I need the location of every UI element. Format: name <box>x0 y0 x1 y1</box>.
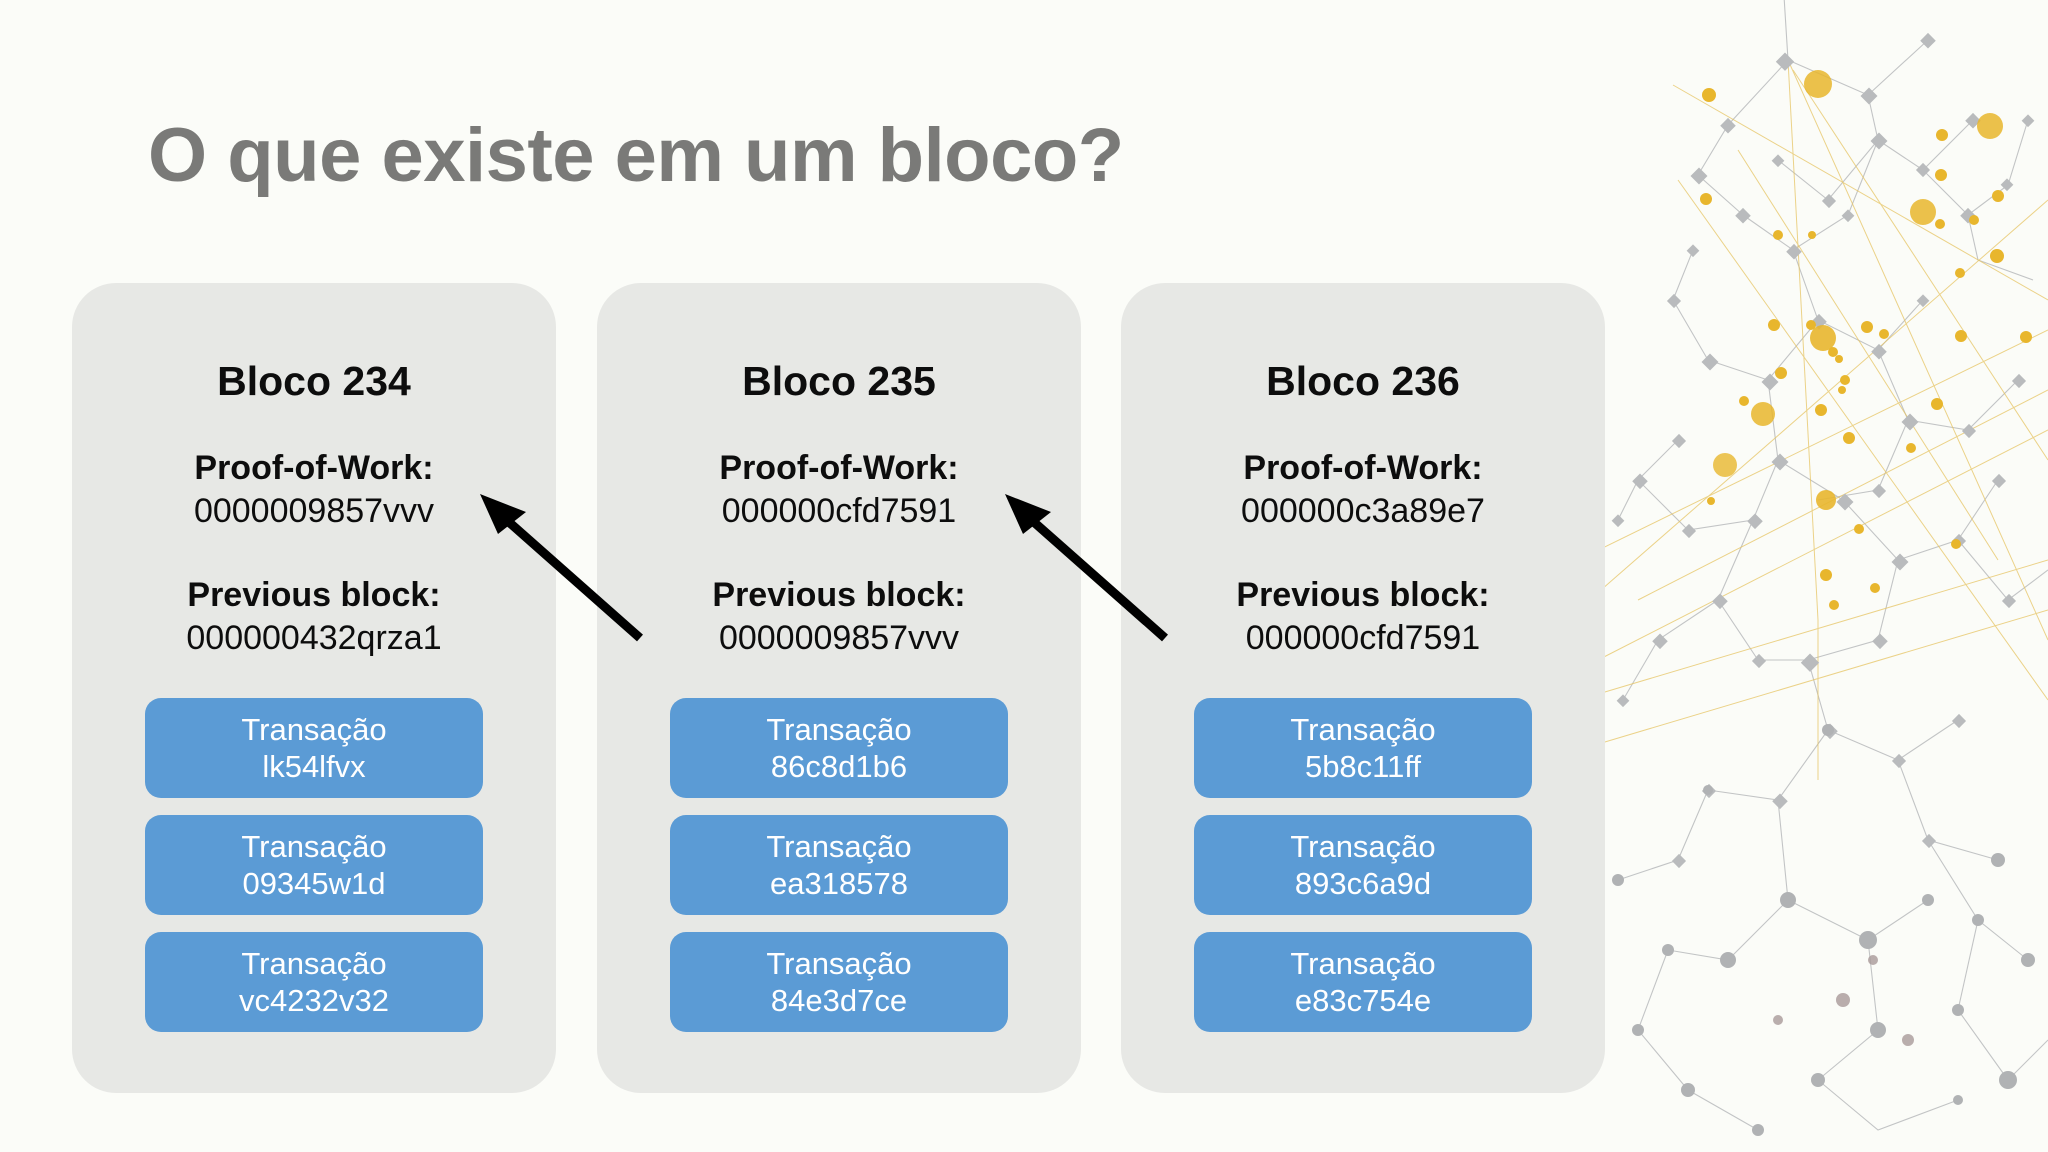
block-title: Bloco 234 <box>217 358 411 404</box>
previous-block-value: 000000432qrza1 <box>186 619 442 658</box>
transaction-label: Transação <box>1290 712 1436 748</box>
transaction-pill[interactable]: Transação ea318578 <box>670 815 1008 916</box>
proof-of-work-group: Proof-of-Work: 000000c3a89e7 <box>1121 448 1605 531</box>
transaction-list: Transação 86c8d1b6 Transação ea318578 Tr… <box>597 698 1081 1033</box>
transaction-pill[interactable]: Transação 09345w1d <box>145 815 483 916</box>
page-title: O que existe em um bloco? <box>148 113 1124 198</box>
proof-of-work-group: Proof-of-Work: 000000cfd7591 <box>597 448 1081 531</box>
transaction-label: Transação <box>1290 829 1436 865</box>
block-card-235: Bloco 235 Proof-of-Work: 000000cfd7591 P… <box>597 283 1081 1093</box>
transaction-hash: 86c8d1b6 <box>770 749 908 785</box>
previous-block-label: Previous block: <box>187 576 441 615</box>
transaction-pill[interactable]: Transação 893c6a9d <box>1194 815 1532 916</box>
previous-block-label: Previous block: <box>712 576 966 615</box>
transaction-label: Transação <box>1290 946 1436 982</box>
transaction-hash: 5b8c11ff <box>1304 749 1422 785</box>
previous-block-group: Previous block: 000000cfd7591 <box>1121 575 1605 658</box>
proof-of-work-label: Proof-of-Work: <box>194 449 434 487</box>
proof-of-work-group: Proof-of-Work: 0000009857vvv <box>72 448 556 531</box>
proof-of-work-value: 0000009857vvv <box>193 492 435 531</box>
transaction-list: Transação 5b8c11ff Transação 893c6a9d Tr… <box>1121 698 1605 1033</box>
proof-of-work-label: Proof-of-Work: <box>1243 449 1483 487</box>
transaction-label: Transação <box>766 712 912 748</box>
transaction-label: Transação <box>241 712 387 748</box>
transaction-hash: e83c754e <box>1294 983 1432 1019</box>
transaction-pill[interactable]: Transação 5b8c11ff <box>1194 698 1532 799</box>
transaction-label: Transação <box>766 829 912 865</box>
transaction-hash: 09345w1d <box>242 866 386 902</box>
proof-of-work-value: 000000cfd7591 <box>721 492 957 531</box>
previous-block-group: Previous block: 000000432qrza1 <box>72 575 556 658</box>
transaction-hash: 84e3d7ce <box>770 983 908 1019</box>
proof-of-work-label: Proof-of-Work: <box>719 449 959 487</box>
block-title: Bloco 236 <box>1266 358 1460 404</box>
transaction-hash: ea318578 <box>770 866 908 902</box>
proof-of-work-value: 000000c3a89e7 <box>1241 492 1485 531</box>
transaction-label: Transação <box>241 946 387 982</box>
transaction-list: Transação lk54lfvx Transação 09345w1d Tr… <box>72 698 556 1033</box>
block-card-234: Bloco 234 Proof-of-Work: 0000009857vvv P… <box>72 283 556 1093</box>
transaction-hash: vc4232v32 <box>239 983 389 1019</box>
network-graphic <box>1578 0 2048 1136</box>
transaction-pill[interactable]: Transação 84e3d7ce <box>670 932 1008 1033</box>
transaction-pill[interactable]: Transação e83c754e <box>1194 932 1532 1033</box>
previous-block-label: Previous block: <box>1236 576 1490 615</box>
transaction-hash: 893c6a9d <box>1294 866 1432 902</box>
previous-block-value: 0000009857vvv <box>718 619 960 658</box>
block-card-236: Bloco 236 Proof-of-Work: 000000c3a89e7 P… <box>1121 283 1605 1093</box>
transaction-pill[interactable]: Transação 86c8d1b6 <box>670 698 1008 799</box>
transaction-label: Transação <box>241 829 387 865</box>
transaction-pill[interactable]: Transação lk54lfvx <box>145 698 483 799</box>
previous-block-group: Previous block: 0000009857vvv <box>597 575 1081 658</box>
transaction-pill[interactable]: Transação vc4232v32 <box>145 932 483 1033</box>
transaction-label: Transação <box>766 946 912 982</box>
transaction-hash: lk54lfvx <box>262 749 366 785</box>
block-title: Bloco 235 <box>742 358 936 404</box>
previous-block-value: 000000cfd7591 <box>1245 619 1481 658</box>
